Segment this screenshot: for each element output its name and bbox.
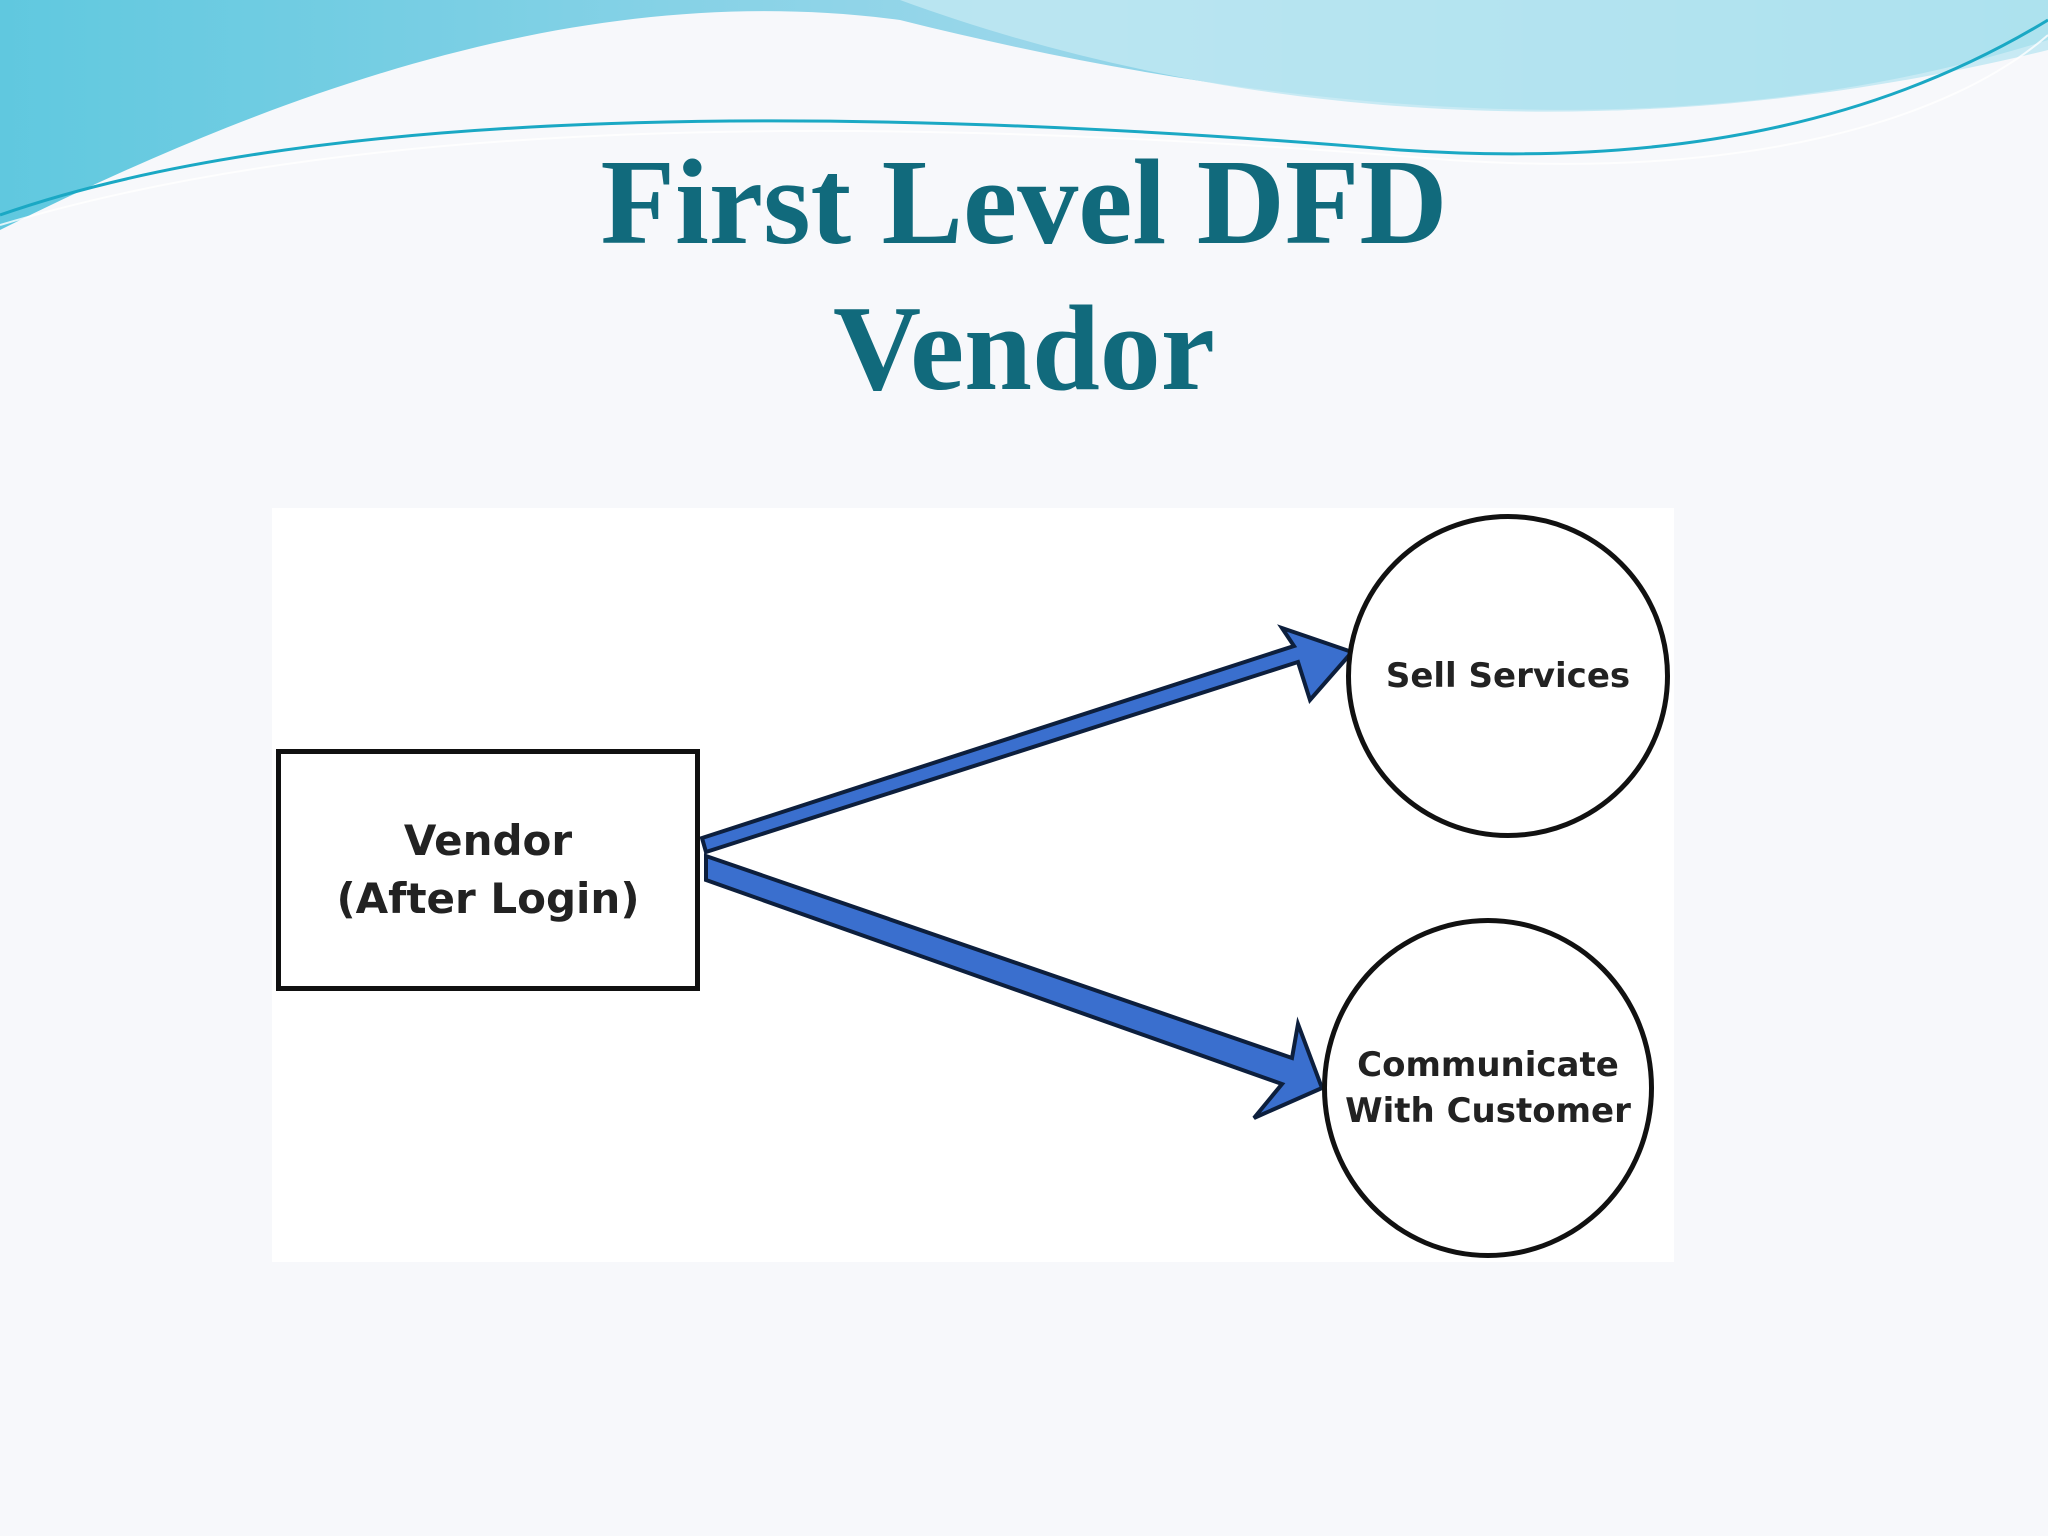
- process-label-line-1: Communicate: [1357, 1045, 1619, 1085]
- header-wave-decoration: [0, 0, 2048, 230]
- slide-title-line-2: Vendor: [833, 281, 1215, 416]
- entity-label-line-2: (After Login): [336, 874, 640, 923]
- process-label-line-2: With Customer: [1345, 1091, 1631, 1131]
- slide-title: First Level DFD Vendor: [0, 130, 2048, 422]
- process-communicate-with-customer: Communicate With Customer: [1322, 918, 1654, 1258]
- slide-title-line-1: First Level DFD: [600, 135, 1448, 270]
- process-label-line-1: Sell Services: [1385, 656, 1631, 696]
- entity-label-line-1: Vendor: [403, 816, 573, 865]
- external-entity-vendor: Vendor (After Login): [276, 749, 700, 991]
- process-sell-services: Sell Services: [1346, 514, 1670, 838]
